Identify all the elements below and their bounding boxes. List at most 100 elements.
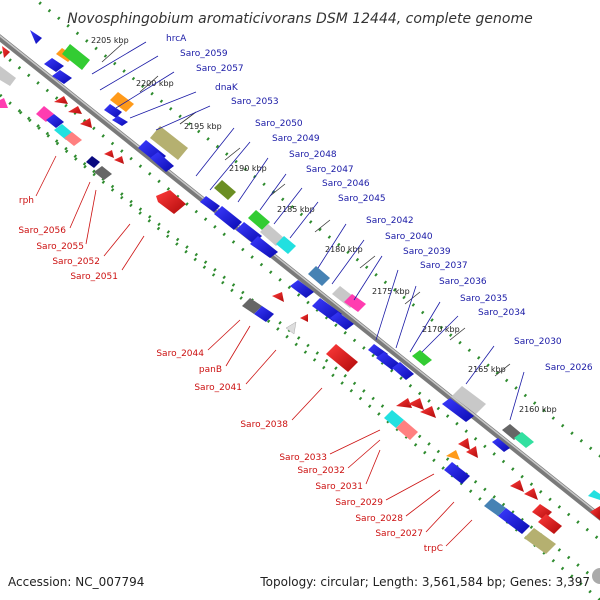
gene-label[interactable]: hrcA xyxy=(166,34,187,44)
gene-label[interactable]: Saro_2045 xyxy=(338,194,386,204)
gene-arrow-forward[interactable] xyxy=(200,196,220,212)
gene-label[interactable]: Saro_2044 xyxy=(156,349,204,359)
gene-arrow-reverse[interactable] xyxy=(156,190,186,214)
gene-label[interactable]: Saro_2026 xyxy=(545,363,593,373)
gene-box[interactable] xyxy=(64,132,82,146)
gene-arrow-forward[interactable] xyxy=(150,152,174,172)
gene-label[interactable]: Saro_2048 xyxy=(289,150,337,160)
gene-label[interactable]: Saro_2031 xyxy=(315,482,363,492)
gene-arrow-reverse[interactable] xyxy=(458,438,470,450)
gene-arrow-reverse[interactable] xyxy=(285,321,297,335)
gene-box[interactable] xyxy=(524,528,556,554)
gene-label[interactable]: Saro_2052 xyxy=(52,257,100,267)
gene-label[interactable]: Saro_2056 xyxy=(18,226,66,236)
gene-arrow-forward[interactable] xyxy=(492,438,510,452)
gene-arrow-forward[interactable] xyxy=(290,280,314,298)
gene-arrow-reverse[interactable] xyxy=(420,406,436,418)
gene-arrow-forward[interactable] xyxy=(214,206,242,230)
gene-label[interactable]: Saro_2036 xyxy=(439,277,487,287)
gene-box[interactable] xyxy=(86,156,100,168)
gene-arrow-reverse[interactable] xyxy=(408,398,424,410)
gene-arrow-reverse[interactable] xyxy=(104,150,114,158)
gene-box[interactable] xyxy=(498,508,530,534)
gene-arrow-forward[interactable] xyxy=(30,30,42,44)
gene-arrow-forward[interactable] xyxy=(52,70,72,84)
gene-box[interactable] xyxy=(0,98,8,108)
gene-label[interactable]: Saro_2057 xyxy=(196,64,244,74)
gene-box[interactable] xyxy=(396,420,418,440)
gene-box[interactable] xyxy=(94,166,112,180)
gene-label[interactable]: Saro_2035 xyxy=(460,294,508,304)
gene-label[interactable]: Saro_2033 xyxy=(279,453,327,463)
gene-arrow-reverse[interactable] xyxy=(2,46,10,58)
gene-label[interactable]: Saro_2032 xyxy=(297,466,345,476)
gene-arrow-forward[interactable] xyxy=(376,352,400,370)
gene-arrow-reverse[interactable] xyxy=(54,96,68,104)
gene-box[interactable] xyxy=(276,236,296,254)
label-leader xyxy=(421,315,459,353)
gene-box[interactable] xyxy=(110,92,134,112)
gene-label[interactable]: panB xyxy=(199,365,222,375)
gene-arrow-forward[interactable] xyxy=(330,312,354,330)
gene-label[interactable]: Saro_2059 xyxy=(180,49,228,59)
gene-box[interactable] xyxy=(484,498,506,516)
gene-label[interactable]: Saro_2040 xyxy=(385,232,433,242)
gene-arrow-reverse[interactable] xyxy=(510,480,524,492)
gene-box[interactable] xyxy=(344,294,366,312)
gene-arrow-reverse[interactable] xyxy=(524,488,538,500)
gene-box[interactable] xyxy=(326,344,358,372)
gene-box[interactable] xyxy=(0,66,16,86)
gene-box[interactable] xyxy=(444,462,470,484)
gene-label[interactable]: Saro_2051 xyxy=(70,272,118,282)
gene-arrow-forward[interactable] xyxy=(392,362,414,380)
gene-label[interactable]: Saro_2029 xyxy=(335,498,383,508)
gene-box[interactable] xyxy=(254,306,274,322)
gene-arrow-reverse[interactable] xyxy=(272,292,284,302)
gene-box[interactable] xyxy=(384,410,404,428)
gene-label[interactable]: Saro_2028 xyxy=(355,514,403,524)
gene-label[interactable]: Saro_2038 xyxy=(240,420,288,430)
gene-label[interactable]: Saro_2053 xyxy=(231,97,279,107)
gene-box[interactable] xyxy=(214,180,236,200)
gene-label[interactable]: Saro_2047 xyxy=(306,165,354,175)
gene-box[interactable] xyxy=(248,210,270,230)
gene-label[interactable]: Saro_2041 xyxy=(194,383,242,393)
gene-label[interactable]: Saro_2034 xyxy=(478,308,526,318)
gene-arrow-forward[interactable] xyxy=(250,236,278,258)
gene-box[interactable] xyxy=(62,44,90,70)
gene-arrow-reverse[interactable] xyxy=(466,446,478,458)
gene-arrow-reverse[interactable] xyxy=(68,106,82,114)
gene-label[interactable]: dnaK xyxy=(215,83,239,93)
gene-label[interactable]: trpC xyxy=(424,544,443,554)
gene-label[interactable]: Saro_2046 xyxy=(322,179,370,189)
gene-box[interactable] xyxy=(538,514,562,534)
gene-box[interactable] xyxy=(260,224,284,246)
gene-arrow-reverse[interactable] xyxy=(300,314,308,322)
gene-box[interactable] xyxy=(588,490,600,500)
gene-label[interactable]: Saro_2050 xyxy=(255,119,303,129)
gene-arrow-reverse[interactable] xyxy=(396,398,412,408)
gene-arrow-reverse[interactable] xyxy=(114,156,124,164)
gene-label[interactable]: rph xyxy=(19,196,34,206)
gene-arrow-forward[interactable] xyxy=(44,58,64,72)
gene-arrow-forward[interactable] xyxy=(442,398,474,422)
gene-box[interactable] xyxy=(308,266,330,286)
gene-label[interactable]: Saro_2039 xyxy=(403,247,451,257)
gene-label[interactable]: Saro_2042 xyxy=(366,216,414,226)
gene-box[interactable] xyxy=(412,350,432,366)
gene-box[interactable] xyxy=(46,114,64,128)
gene-arrow-reverse[interactable] xyxy=(80,118,92,128)
gene-label[interactable]: Saro_2049 xyxy=(272,134,320,144)
gene-box[interactable] xyxy=(446,450,460,460)
gene-arrow-forward[interactable] xyxy=(112,116,128,126)
gene-box[interactable] xyxy=(452,386,486,414)
gene-box[interactable] xyxy=(514,432,534,448)
gene-label[interactable]: Saro_2030 xyxy=(514,337,562,347)
gene-label[interactable]: Saro_2037 xyxy=(420,261,468,271)
gene-box[interactable] xyxy=(150,126,188,160)
gene-box[interactable] xyxy=(242,298,262,314)
gene-arrow-reverse[interactable] xyxy=(590,506,600,520)
gene-label[interactable]: Saro_2027 xyxy=(375,529,423,539)
gene-arrow-forward[interactable] xyxy=(104,104,122,118)
gene-label[interactable]: Saro_2055 xyxy=(36,242,84,252)
